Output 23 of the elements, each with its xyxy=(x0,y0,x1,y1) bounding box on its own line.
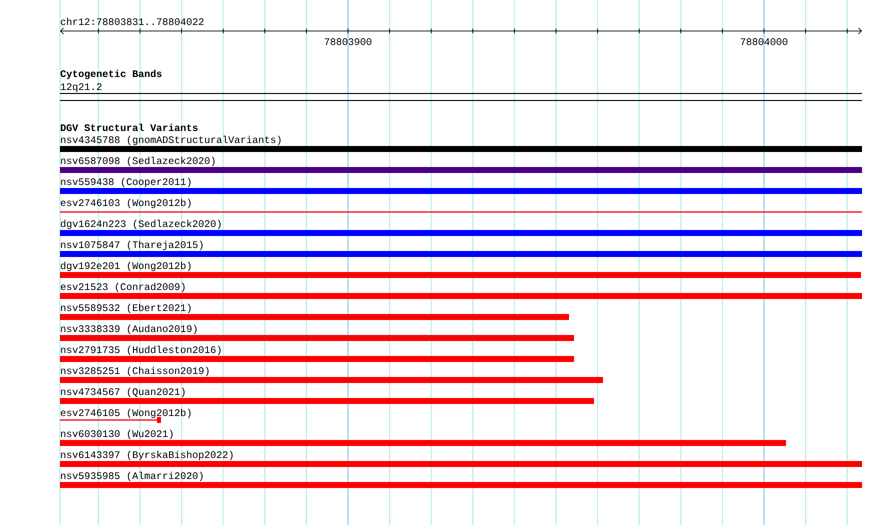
track-title: DGV Structural Variants xyxy=(60,124,198,132)
band-label: 12q21.2 xyxy=(60,83,102,92)
variant-label: dgv1624n223 (Sedlazeck2020) xyxy=(60,220,221,230)
variant-label: esv21523 (Conrad2009) xyxy=(60,282,185,292)
variant-label: dgv192e201 (Wong2012b) xyxy=(60,262,191,272)
variant-label: nsv6030130 (Wu2021) xyxy=(61,430,173,440)
variant-label: esv2746105 (Wong2012b) xyxy=(60,408,191,418)
variant-label: nsv6143397 (ByrskaBishop2022) xyxy=(61,450,233,460)
variant-label: nsv6587098 (Sedlazeck2020) xyxy=(61,156,215,166)
coordinate-label: chr12:78803831..78804022 xyxy=(60,18,204,26)
variant-label: nsv4734567 (Quan2021) xyxy=(61,388,185,398)
variant-label: nsv1075847 (Thareja2015) xyxy=(61,240,203,250)
variant-label: nsv5935985 (Almarri2020) xyxy=(61,472,203,482)
tick-label: 78803900 xyxy=(324,38,372,46)
track-title: Cytogenetic Bands xyxy=(60,70,162,80)
variant-label: nsv2791735 (Huddleston2016) xyxy=(61,346,221,356)
variant-label: nsv4345788 (gnomADStructuralVariants) xyxy=(61,136,281,146)
tick-label: 78804000 xyxy=(740,38,788,46)
variant-label: esv2746103 (Wong2012b) xyxy=(60,198,191,208)
variant-label: nsv5589532 (Ebert2021) xyxy=(61,304,191,314)
variant-label: nsv559438 (Cooper2011) xyxy=(61,178,191,188)
variant-label: nsv3285251 (Chaisson2019) xyxy=(61,366,209,376)
variant-label: nsv3338339 (Audano2019) xyxy=(61,324,197,334)
